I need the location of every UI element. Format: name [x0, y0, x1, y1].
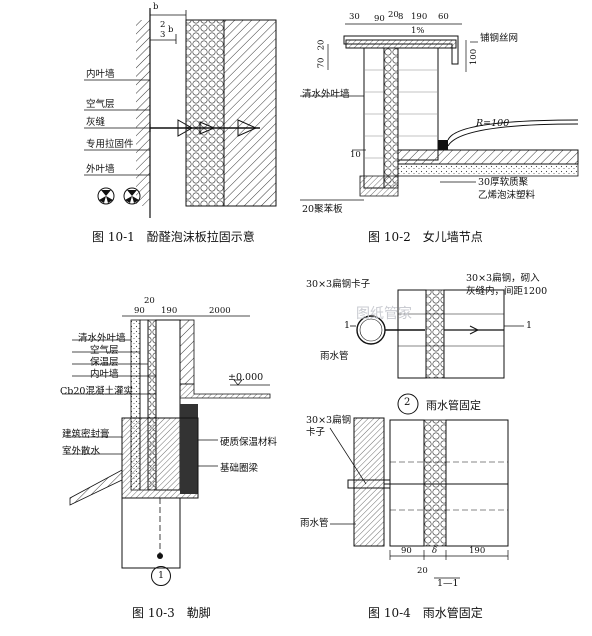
fig1-dim-b: b — [153, 2, 159, 12]
fig4-detail-title: 雨水管固定 — [426, 399, 481, 412]
fig2-dim-20b: 20 — [316, 39, 327, 51]
fig3-label-apron: 室外散水 — [62, 446, 101, 457]
fig1-dim-frac-num: 2 — [160, 20, 166, 30]
fig4-label-clamp2b: 卡子 — [306, 427, 326, 438]
fig2-label-mesh: 铺钢丝网 — [480, 33, 519, 44]
fig2-parapet-section — [300, 23, 579, 201]
fig2-label-mortar20: 20聚苯板 — [302, 204, 343, 215]
fig3-label-seal: 建筑密封膏 — [62, 429, 110, 440]
fig3-label-rigid: 硬质保温材料 — [220, 437, 278, 448]
fig3-dim-90: 90 — [134, 306, 145, 316]
fig1-dim-frac-b: b — [168, 25, 174, 35]
fig2-label-r100: R=100 — [476, 118, 510, 129]
fig4-cut-mark-left: 1 — [344, 320, 351, 331]
fig4-label-pipe2: 雨水管 — [300, 518, 329, 529]
fig1-label-outer-wall: 外叶墙 — [86, 164, 115, 175]
fig2-caption: 图 10-2 女儿墙节点 — [368, 230, 483, 244]
fig2-dim-100: 100 — [469, 48, 480, 66]
fig2-dim-60: 60 — [438, 12, 449, 22]
fig3-label-insulation: 保温层 — [90, 357, 119, 368]
fig1-label-tie: 专用拉固件 — [86, 139, 134, 150]
fig2-dim-8: 8 — [398, 12, 404, 22]
fig2-slope: 1% — [411, 26, 425, 36]
fig2-label-foam: 30厚软质聚 — [478, 177, 529, 188]
fig4-dim-90: 90 — [401, 546, 412, 556]
fig4-label-bar2: 灰缝内，间距1200 — [466, 286, 548, 297]
fig3-dim-190: 190 — [161, 306, 178, 316]
fig1-label-inner-wall: 内叶墙 — [86, 69, 115, 80]
fig1-dim-frac-den: 3 — [160, 30, 166, 40]
fig3-label-beam: 基础圈梁 — [220, 463, 259, 474]
fig2-dim-90: 90 — [374, 14, 385, 24]
fig4-cut-mark: 1 — [526, 320, 533, 331]
fig3-section-mark: 1 — [151, 566, 171, 586]
fig4-caption: 图 10-4 雨水管固定 — [368, 606, 483, 620]
fig1-label-mortar-joint: 灰缝 — [86, 117, 106, 128]
fig4-section-label: 1—1 — [437, 578, 459, 589]
fig3-dim-20: 20 — [144, 296, 155, 306]
fig3-label-concrete: Cb20混凝土灌实 — [60, 386, 133, 397]
fig4-dim-190: 190 — [469, 546, 486, 556]
watermark: 图纸管家 — [356, 306, 412, 322]
fig2-label-foam2: 乙烯泡沫塑料 — [478, 190, 536, 201]
fig3-dim-2000: 2000 — [209, 306, 231, 316]
fig1-label-air-layer: 空气层 — [86, 99, 115, 110]
fig4-dim-delta: δ — [432, 546, 438, 556]
fig3-label-elev: ±0.000 — [228, 372, 264, 383]
fig2-dim-10: 10 — [350, 150, 361, 160]
fig3-plinth-section — [62, 315, 271, 569]
fig2-dim-70: 70 — [316, 57, 327, 69]
fig4-dim-20: 20 — [417, 566, 428, 576]
fig4-detail-number: 2 — [404, 397, 411, 408]
fig4-label-clamp: 30×3扁钢卡子 — [306, 279, 371, 290]
fig2-dim-30: 30 — [349, 12, 360, 22]
fig3-caption: 图 10-3 勒脚 — [132, 606, 211, 620]
fig2-dim-20: 20 — [388, 10, 399, 20]
fig3-label-fair-faced: 清水外叶墙 — [78, 333, 126, 344]
fig4-label-pipe: 雨水管 — [320, 351, 349, 362]
fig4-label-bar: 30×3扁钢，砌入 — [466, 273, 540, 284]
fig3-label-inner-wall: 内叶墙 — [90, 369, 119, 380]
fig2-label-fair-faced: 清水外叶墙 — [302, 89, 350, 100]
fig1-wall-section — [84, 8, 277, 218]
fig2-dim-190: 190 — [411, 12, 428, 22]
fig1-caption: 图 10-1 酚醛泡沫板拉固示意 — [92, 230, 255, 244]
fig4-downpipe-details — [329, 289, 524, 579]
fig3-label-air-layer: 空气层 — [90, 345, 119, 356]
fig4-label-clamp2a: 30×3扁钢 — [306, 415, 352, 426]
